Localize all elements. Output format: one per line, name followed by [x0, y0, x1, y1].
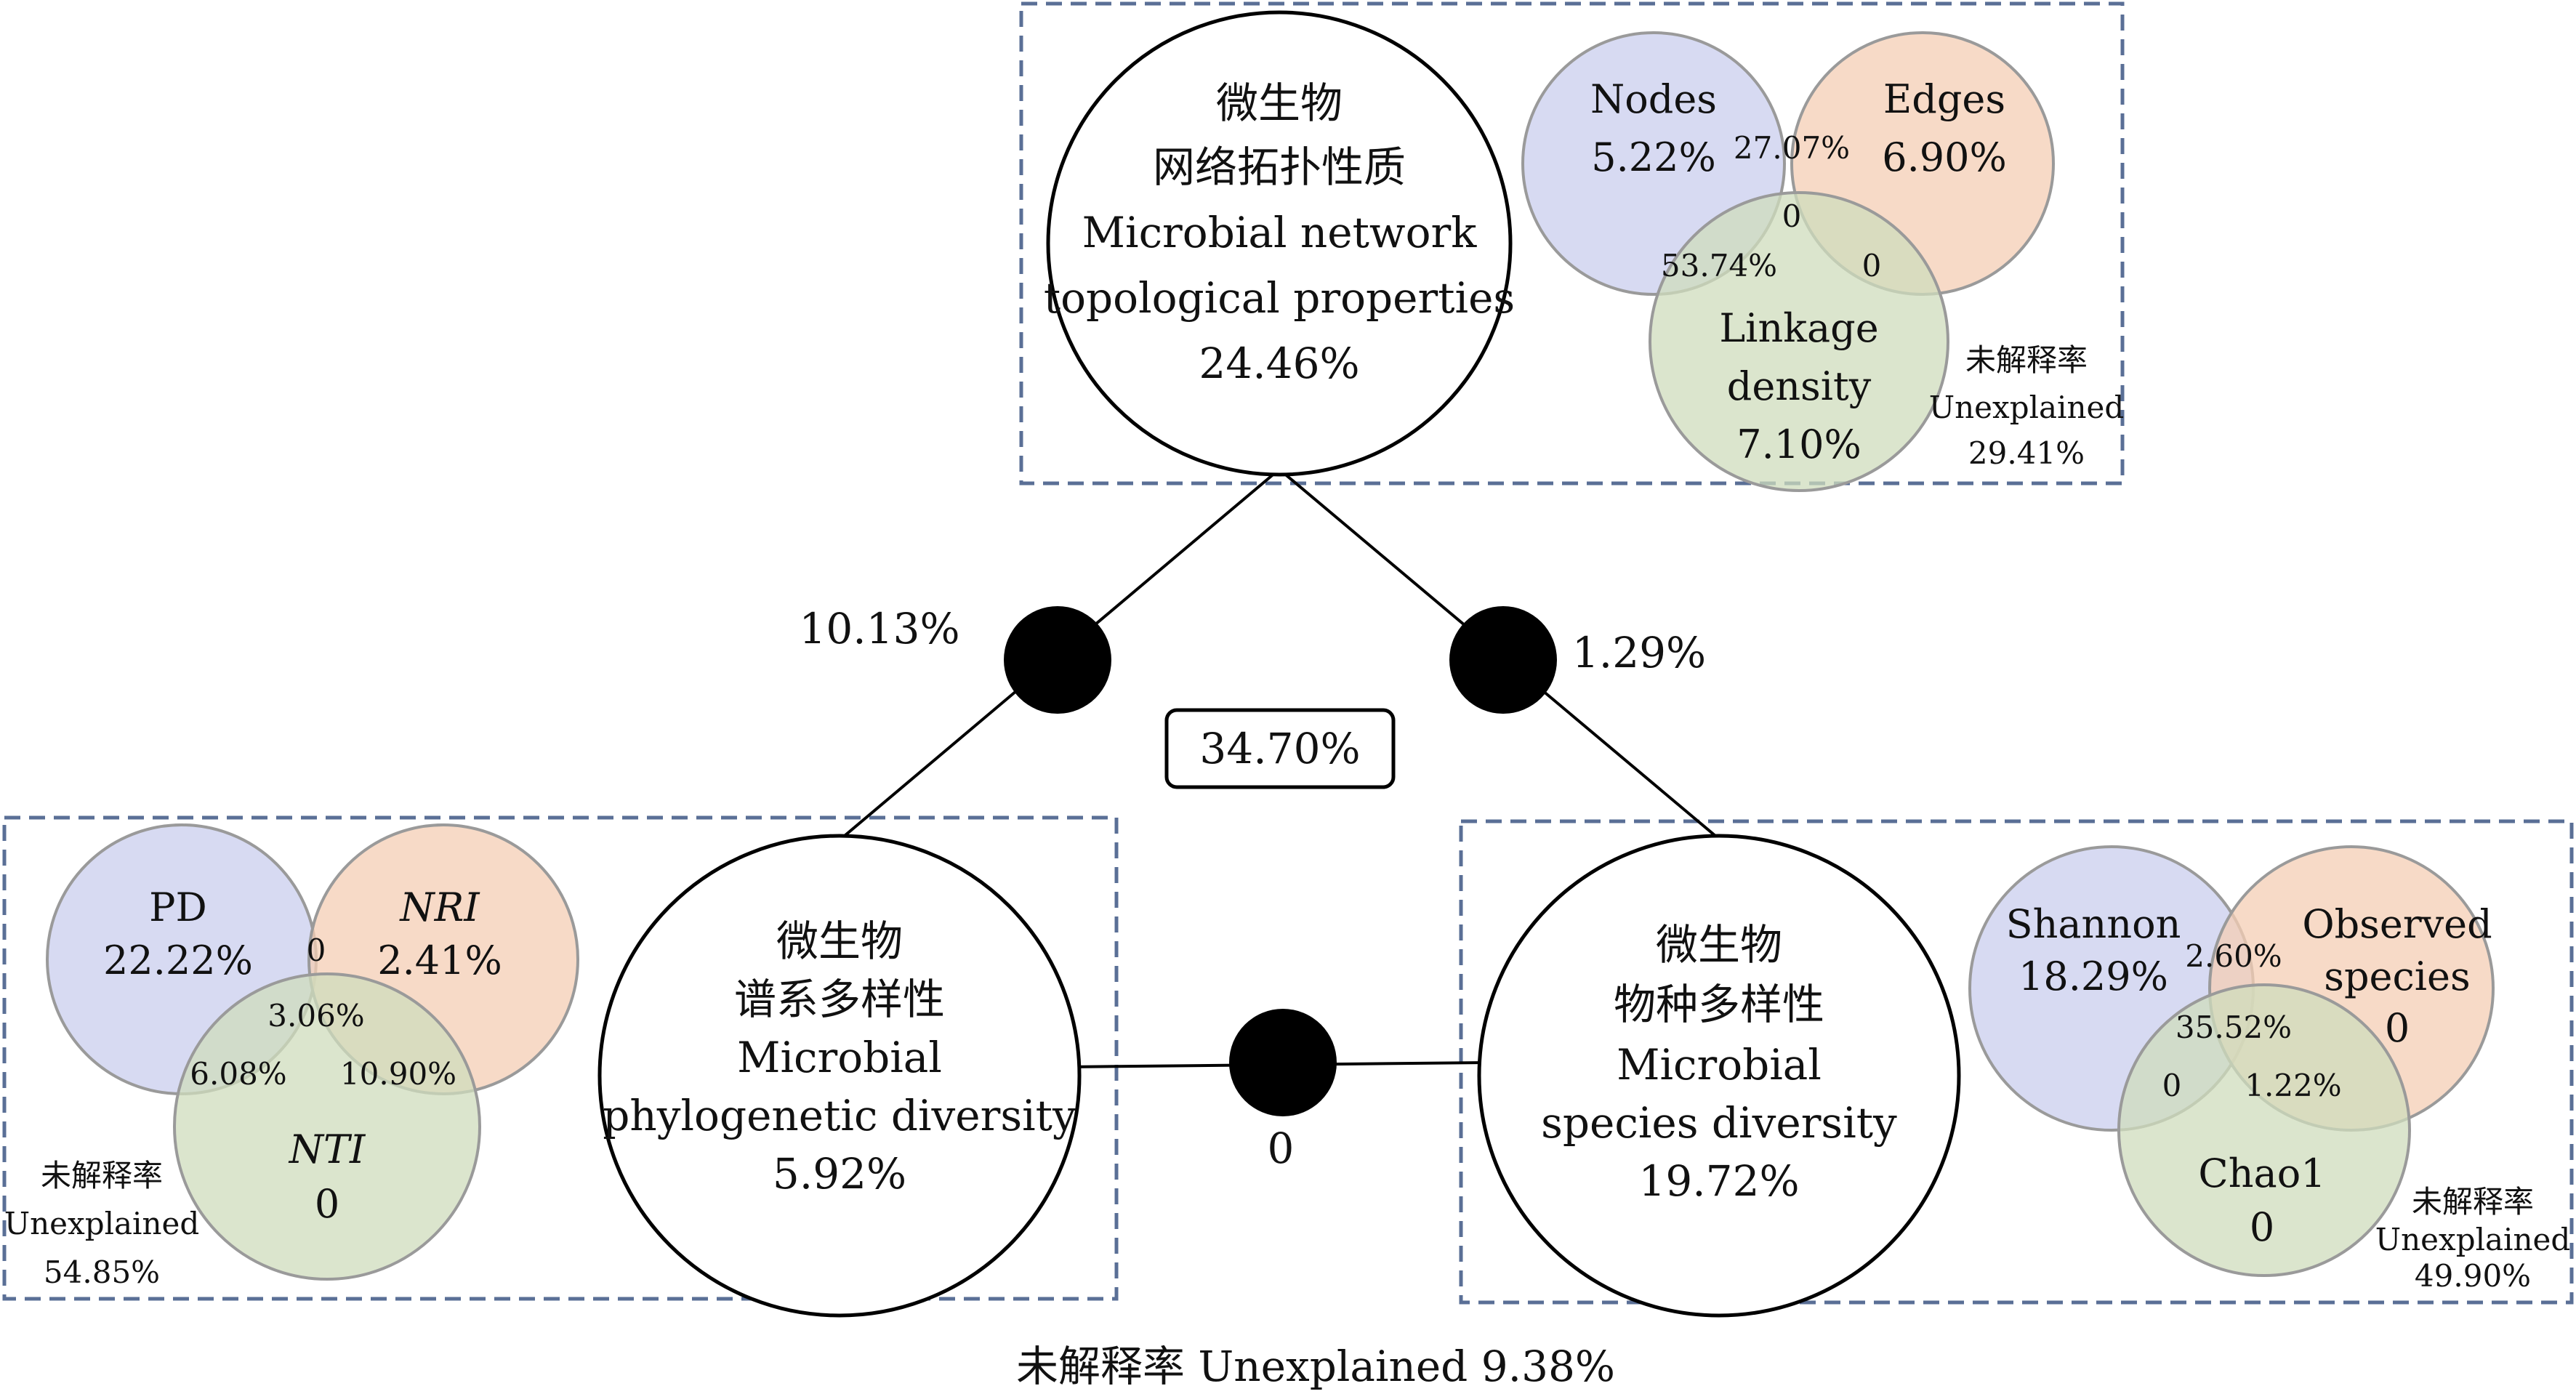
link-phylo-species-label: 0 — [1268, 1124, 1295, 1173]
species-unexplained-value: 49.90% — [2415, 1258, 2531, 1294]
network-venn: Nodes 5.22% Edges 6.90% 27.07% 0 53.74% … — [1521, 31, 2125, 492]
link-network-phylo-label: 10.13% — [799, 604, 959, 653]
network-title-en-1: Microbial network — [1082, 208, 1478, 257]
node-phylo-species — [1229, 1009, 1337, 1116]
phylo-title-en-1: Microbial — [737, 1033, 942, 1082]
venn-shannon-value: 18.29% — [2018, 954, 2168, 999]
venn-nodes-edges-value: 27.07% — [1734, 130, 1850, 166]
species-title-cn-2: 物种多样性 — [1614, 980, 1824, 1029]
network-unexplained-cn: 未解释率 — [1965, 342, 2088, 378]
venn-pd-nri-value: 0 — [307, 932, 326, 968]
venn-nodes-label: Nodes — [1590, 76, 1717, 122]
phylogenetic-group-box — [2, 815, 1119, 1301]
phylo-value: 5.92% — [773, 1149, 906, 1198]
species-title-en-2: species diversity — [1541, 1098, 1897, 1148]
node-network-species — [1449, 606, 1557, 714]
species-unexplained-en: Unexplained — [2375, 1222, 2571, 1257]
species-unexplained-cn: 未解释率 — [2412, 1184, 2534, 1220]
shared-all-box — [1164, 708, 1396, 789]
shared-all-value: 34.70% — [1199, 724, 1360, 773]
venn-phylo-all-three-value: 3.06% — [267, 998, 364, 1034]
network-title-cn-1: 微生物 — [1216, 78, 1343, 128]
species-title-en-1: Microbial — [1617, 1040, 1822, 1089]
venn-chao1-circle — [2117, 983, 2411, 1277]
venn-shannon-label: Shannon — [2006, 901, 2181, 947]
node-network-phylo — [1004, 606, 1111, 714]
phylo-title-cn-2: 谱系多样性 — [734, 975, 945, 1024]
network-unexplained-value: 29.41% — [1968, 435, 2085, 471]
phylogenetic-venn: PD 22.22% NRI 2.41% 0 3.06% 6.08% 10.90%… — [4, 823, 579, 1290]
venn-linkage-label-1: Linkage — [1719, 305, 1878, 351]
species-circle — [1477, 834, 1961, 1318]
phylo-unexplained-en: Unexplained — [4, 1206, 200, 1241]
venn-nti-label: NTI — [288, 1127, 366, 1172]
venn-nodes-linkage-value: 53.74% — [1661, 248, 1777, 283]
venn-nri-nti-value: 10.90% — [340, 1056, 456, 1092]
phylogenetic-circle — [597, 834, 1082, 1318]
venn-edges-label: Edges — [1883, 76, 2005, 122]
network-title-en-2: topological properties — [1044, 273, 1515, 323]
total-unexplained: 未解释率 Unexplained 9.38% — [1016, 1342, 1615, 1391]
venn-edges-linkage-value: 0 — [1862, 248, 1882, 283]
phylo-title-en-2: phylogenetic diversity — [603, 1091, 1076, 1140]
venn-observed-label-1: Observed — [2302, 901, 2492, 947]
network-unexplained-en: Unexplained — [1929, 390, 2125, 425]
network-circle — [1046, 10, 1513, 477]
species-venn: Shannon 18.29% Observed species 0 2.60% … — [1968, 845, 2571, 1294]
species-title-cn-1: 微生物 — [1656, 920, 1782, 970]
venn-linkage-value: 7.10% — [1736, 422, 1861, 467]
network-value: 24.46% — [1199, 339, 1359, 388]
link-network-species-label: 1.29% — [1572, 628, 1706, 677]
venn-shannon-chao1-value: 0 — [2162, 1068, 2182, 1103]
venn-pd-nti-value: 6.08% — [190, 1056, 286, 1092]
venn-linkage-circle — [1649, 191, 1949, 492]
venn-chao1-value: 0 — [2250, 1204, 2274, 1250]
venn-observed-label-2: species — [2324, 954, 2470, 999]
phylo-unexplained-cn: 未解释率 — [41, 1158, 163, 1193]
venn-edges-value: 6.90% — [1882, 134, 2007, 180]
venn-nti-value: 0 — [315, 1181, 339, 1227]
species-value: 19.72% — [1638, 1156, 1799, 1206]
venn-pd-label: PD — [149, 885, 207, 930]
network-title-cn-2: 网络拓扑性质 — [1153, 142, 1406, 192]
phylo-title-cn-1: 微生物 — [776, 916, 903, 966]
venn-nri-value: 2.41% — [377, 938, 502, 983]
venn-all-three-value: 0 — [1782, 198, 1802, 234]
venn-nri-label: NRI — [398, 885, 480, 930]
venn-pd-value: 22.22% — [103, 938, 253, 983]
venn-observed-chao1-value: 1.22% — [2245, 1068, 2341, 1103]
venn-chao1-label: Chao1 — [2198, 1151, 2325, 1196]
venn-nti-circle — [173, 972, 481, 1281]
network-group-box — [1019, 1, 2125, 486]
phylo-unexplained-value: 54.85% — [44, 1254, 160, 1290]
venn-linkage-label-2: density — [1727, 363, 1872, 409]
venn-shannon-observed-value: 2.60% — [2185, 938, 2282, 974]
venn-observed-value: 0 — [2385, 1005, 2410, 1051]
venn-nodes-value: 5.22% — [1591, 134, 1716, 180]
venn-species-all-three-value: 35.52% — [2175, 1010, 2292, 1045]
